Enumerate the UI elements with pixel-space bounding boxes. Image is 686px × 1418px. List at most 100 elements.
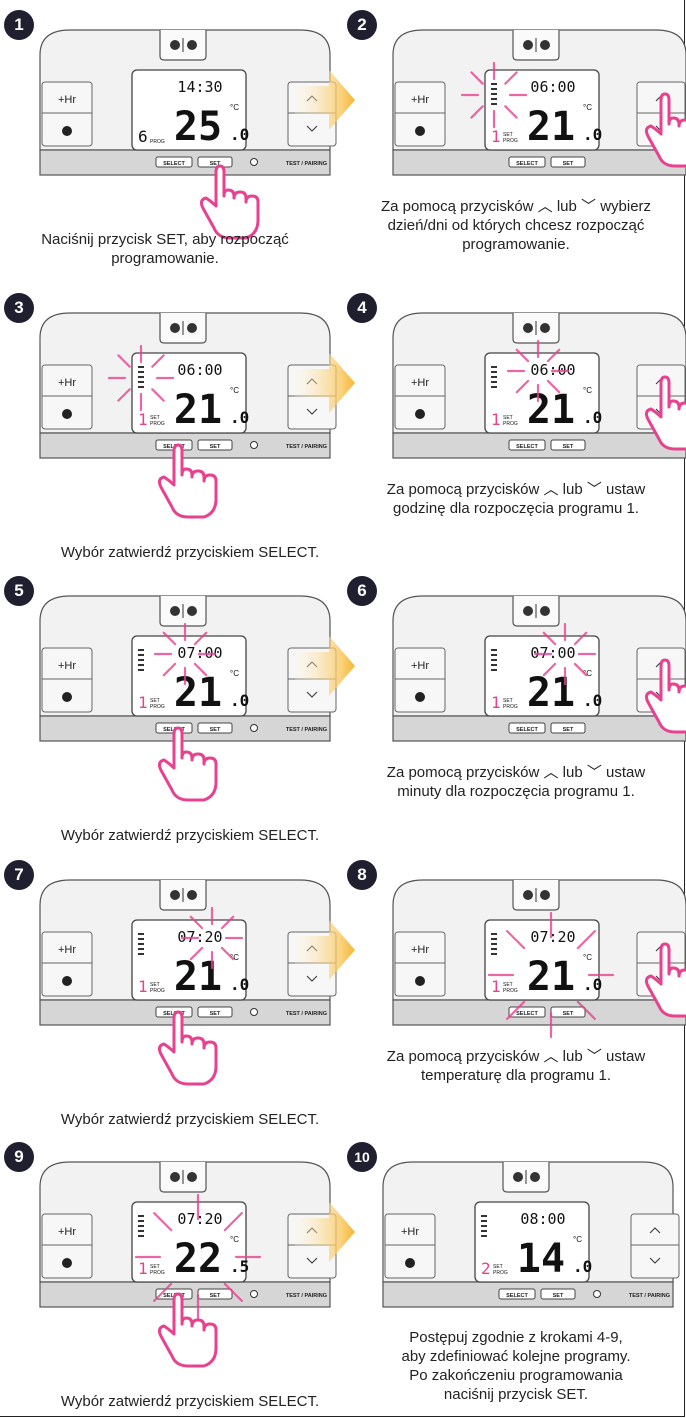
mode-button[interactable] (512, 313, 560, 344)
lcd-set-label: SET (150, 415, 160, 421)
set-button[interactable]: SET (197, 156, 233, 168)
drop-icon (415, 692, 425, 702)
mode-button[interactable] (512, 596, 560, 627)
hr-button[interactable]: +Hr (41, 1213, 93, 1279)
test-pairing-button[interactable]: TEST / PAIRING (593, 1290, 671, 1300)
select-button[interactable]: SELECT (498, 1288, 536, 1300)
lcd-temperature: 14 (517, 1236, 565, 1282)
step-number-badge: 10 (347, 1142, 377, 1172)
flame-icon (187, 1172, 197, 1182)
flame-icon (540, 40, 550, 50)
lcd-decimal: .0 (583, 975, 602, 994)
test-pairing-button[interactable]: TEST / PAIRING (250, 1008, 328, 1018)
lcd-temperature: 21 (174, 387, 222, 433)
pointing-hand-icon (157, 1010, 218, 1086)
lcd-temperature: 21 (527, 670, 575, 716)
set-button[interactable]: SET (197, 722, 233, 734)
lcd-decimal: .0 (230, 408, 249, 427)
hr-button[interactable]: +Hr (384, 1213, 436, 1279)
set-button[interactable]: SET (550, 722, 586, 734)
svg-text:SET: SET (210, 1011, 221, 1017)
transition-arrow (295, 920, 355, 980)
caption-line: Za pomocą przycisków ︿ lub ﹀ wybierz (380, 198, 652, 215)
hr-button[interactable]: +Hr (41, 647, 93, 713)
hr-button[interactable]: +Hr (394, 81, 446, 147)
hr-button[interactable]: +Hr (394, 364, 446, 430)
snowflake-icon (170, 323, 180, 333)
mode-button[interactable] (159, 596, 207, 627)
svg-text:+Hr: +Hr (58, 94, 76, 106)
mode-button[interactable] (512, 30, 560, 61)
svg-text:TEST / PAIRING: TEST / PAIRING (286, 1011, 327, 1017)
svg-text:SET: SET (210, 444, 221, 450)
test-pairing-button[interactable]: TEST / PAIRING (250, 441, 328, 451)
step-number-badge: 2 (347, 10, 377, 40)
arrow-buttons[interactable] (630, 1213, 680, 1279)
flame-icon (530, 1172, 540, 1182)
lcd-program-number: 1 (491, 977, 501, 996)
test-pairing-button[interactable]: TEST / PAIRING (250, 724, 328, 734)
lcd-decimal: .0 (583, 408, 602, 427)
select-button[interactable]: SELECT (508, 156, 546, 168)
select-button[interactable]: SELECT (155, 156, 193, 168)
mode-button[interactable] (159, 880, 207, 911)
step-number-badge: 7 (4, 860, 34, 890)
svg-text:TEST / PAIRING: TEST / PAIRING (286, 161, 327, 167)
hr-button[interactable]: +Hr (41, 81, 93, 147)
hr-button[interactable]: +Hr (41, 931, 93, 997)
set-button[interactable]: SET (197, 439, 233, 451)
set-button[interactable]: SET (550, 439, 586, 451)
set-button[interactable]: SET (197, 1288, 233, 1300)
lcd-unit: °C (583, 103, 592, 112)
test-pairing-button[interactable]: TEST / PAIRING (250, 158, 328, 168)
hr-button[interactable]: +Hr (394, 931, 446, 997)
svg-text:SELECT: SELECT (506, 1293, 528, 1299)
snowflake-icon (170, 606, 180, 616)
lcd-program-number: 1 (138, 1259, 148, 1278)
lcd-unit: °C (230, 669, 239, 678)
lcd-prog-label: PROG (503, 421, 518, 427)
mode-button[interactable] (159, 30, 207, 61)
highlight-rays (153, 622, 217, 686)
lcd-prog-label: PROG (150, 1270, 165, 1276)
svg-text:SET: SET (210, 727, 221, 733)
snowflake-icon (523, 890, 533, 900)
test-pairing-button[interactable]: TEST / PAIRING (250, 1290, 328, 1300)
mode-button[interactable] (159, 313, 207, 344)
mode-button[interactable] (512, 880, 560, 911)
caption-line: naciśnij przycisk SET. (443, 1386, 589, 1403)
flame-icon (187, 606, 197, 616)
flame-icon (187, 323, 197, 333)
lcd-temperature: 21 (527, 387, 575, 433)
mode-button[interactable] (159, 1162, 207, 1193)
lcd-set-label: SET (150, 982, 160, 988)
set-button[interactable]: SET (550, 1006, 586, 1018)
lcd-prog-label: PROG (503, 138, 518, 144)
select-button[interactable]: SELECT (508, 439, 546, 451)
step-caption: Wybór zatwierdź przyciskiem SELECT. (40, 543, 340, 562)
lcd-set-label: SET (503, 698, 513, 704)
drop-icon (62, 976, 72, 986)
set-button[interactable]: SET (197, 1006, 233, 1018)
svg-text:+Hr: +Hr (58, 944, 76, 956)
select-button[interactable]: SELECT (508, 722, 546, 734)
caption-line: Wybór zatwierdź przyciskiem SELECT. (60, 827, 320, 844)
set-button[interactable]: SET (540, 1288, 576, 1300)
hr-button[interactable]: +Hr (41, 364, 93, 430)
mode-button[interactable] (502, 1162, 550, 1193)
snowflake-icon (170, 890, 180, 900)
set-button[interactable]: SET (550, 156, 586, 168)
svg-text:SET: SET (210, 1293, 221, 1299)
caption-line: minuty dla rozpoczęcia programu 1. (397, 783, 635, 800)
hr-button[interactable]: +Hr (394, 647, 446, 713)
